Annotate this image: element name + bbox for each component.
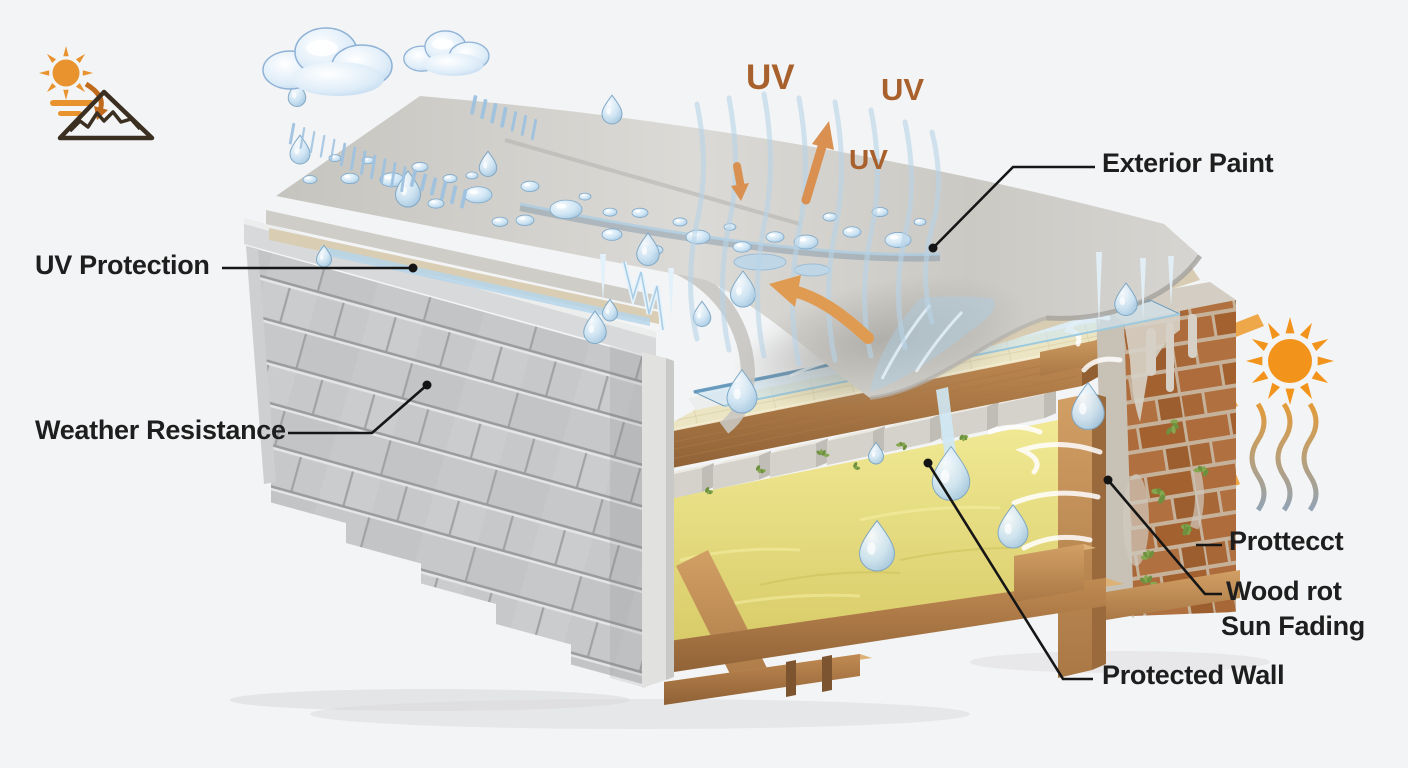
breathe-arrow-icon — [769, 275, 874, 344]
label-wood-rot: Wood rot — [1226, 576, 1342, 606]
leader-dots — [408, 243, 1113, 485]
label-weather-resistance: Weather Resistance — [35, 415, 286, 445]
sun-icon — [1246, 317, 1334, 405]
sun-mountain-logo-icon — [39, 46, 155, 141]
label-prottecct: Prottecct — [1229, 526, 1344, 556]
uv-rays-waves — [688, 91, 941, 367]
moss-patches — [705, 419, 1209, 587]
label-protected-wall: Protected Wall — [1102, 660, 1285, 690]
rain-cloud-left-icon — [262, 27, 393, 96]
uv-text-1: UV — [746, 58, 795, 97]
leader-lines — [222, 165, 1222, 681]
label-exterior-paint: Exterior Paint — [1102, 148, 1274, 178]
label-uv-protection: UV Protection — [35, 250, 210, 280]
uv-text-2: UV — [881, 72, 925, 107]
wood-framing — [648, 393, 1240, 705]
uv-text-3: UV — [849, 144, 888, 175]
falling-water-droplets — [287, 80, 1138, 572]
label-sun-fading: Sun Fading — [1221, 611, 1365, 641]
uv-arrow-up-icon — [801, 121, 834, 205]
heat-waves-icon — [1249, 402, 1319, 512]
rain-streaks — [288, 95, 538, 209]
rain-cloud-right-icon — [403, 30, 490, 76]
uv-arrow-down-icon — [731, 162, 749, 201]
block-row — [656, 389, 1056, 502]
brick-column — [1096, 282, 1236, 618]
